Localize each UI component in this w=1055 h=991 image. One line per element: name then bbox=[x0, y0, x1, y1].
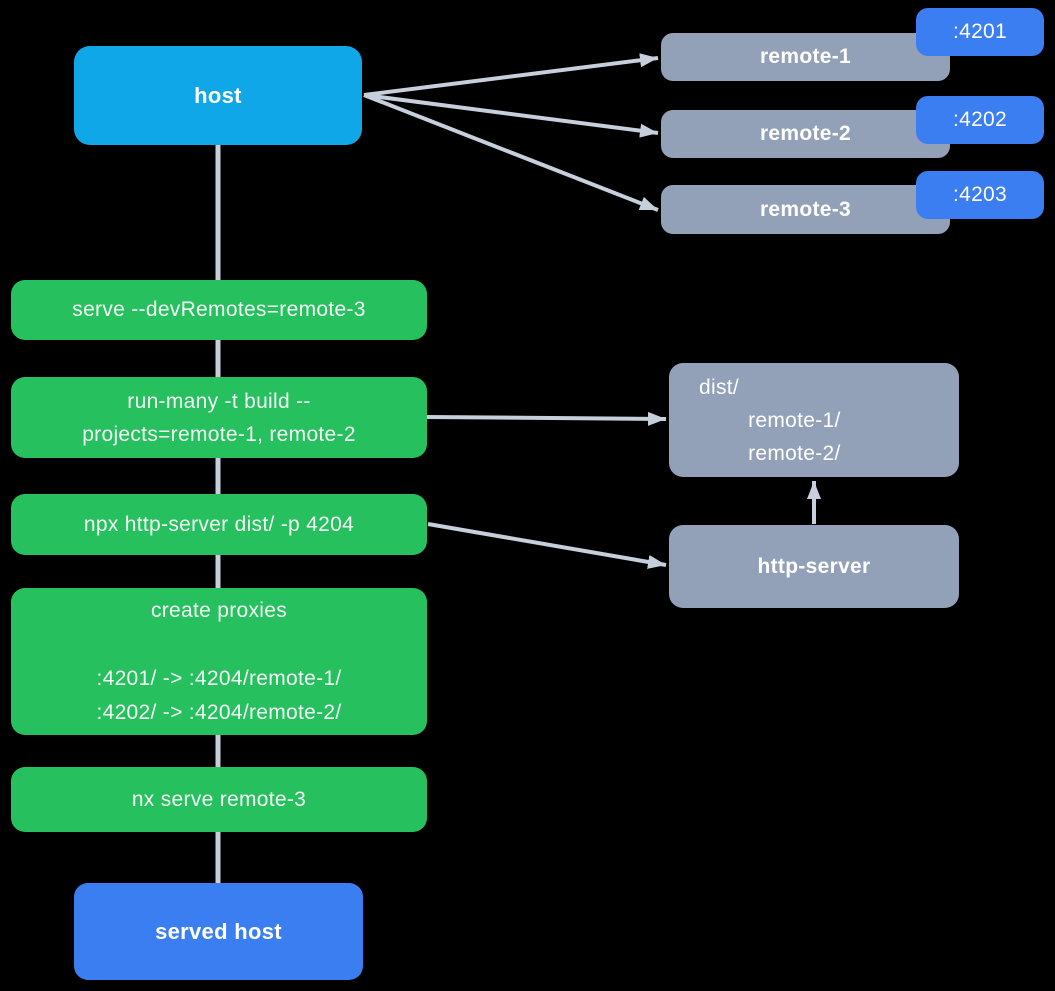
node-remote-3: remote-3 bbox=[661, 185, 950, 234]
step-create-proxies: create proxies :4201/ -> :4204/remote-1/… bbox=[11, 588, 427, 735]
edge-host-remote1 bbox=[363, 53, 659, 97]
step-nx-serve-remote-3: nx serve remote-3 bbox=[11, 767, 427, 832]
node-remote-2: remote-2 bbox=[661, 110, 950, 158]
node-host: host bbox=[74, 46, 362, 145]
port-badge-4203: :4203 bbox=[916, 171, 1044, 219]
edge-host-remote2 bbox=[363, 93, 659, 138]
node-http-server: http-server bbox=[669, 525, 959, 608]
node-served-host: served host bbox=[74, 883, 363, 980]
edge-host-remote3 bbox=[363, 93, 659, 212]
port-badge-4201: :4201 bbox=[916, 8, 1044, 56]
step-npx-http-server: npx http-server dist/ -p 4204 bbox=[11, 494, 427, 555]
node-remote-1: remote-1 bbox=[661, 33, 950, 81]
edge-build-dist bbox=[426, 411, 667, 426]
port-badge-4202: :4202 bbox=[916, 96, 1044, 144]
node-dist-folder: dist/ remote-1/ remote-2/ bbox=[669, 363, 959, 477]
step-serve-devremotes: serve --devRemotes=remote-3 bbox=[11, 280, 427, 340]
step-run-many-build: run-many -t build -- projects=remote-1, … bbox=[11, 377, 427, 458]
edge-http-httpserver bbox=[427, 522, 667, 569]
